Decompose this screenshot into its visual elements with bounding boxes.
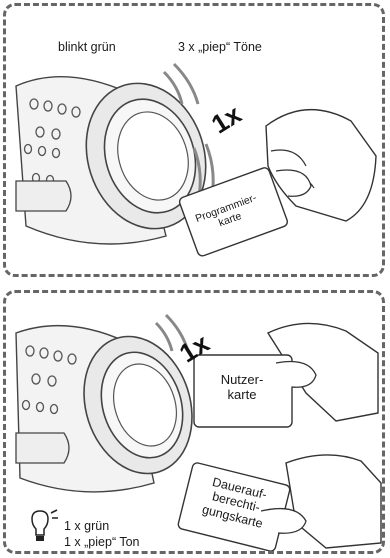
- led-status-text: blinkt grün: [58, 40, 116, 54]
- user-card-label: Nutzer- karte: [220, 372, 264, 402]
- step-panel-enrol: 1x Nutzer- karte Dauerauf- berechti- gun…: [3, 290, 385, 554]
- beep-status-text: 3 x „piep“ Töne: [178, 40, 262, 54]
- legend-led-text: 1 x grün: [64, 519, 110, 533]
- led-bulb-icon: [31, 509, 58, 541]
- lock-cylinder-illustration: [15, 62, 377, 257]
- lock-and-cards-illustration: [15, 313, 382, 551]
- legend-beep-text: 1 x „piep“ Ton: [64, 535, 140, 549]
- step-panel-programming: blinkt grün 3 x „piep“ Töne 1x Programmi…: [3, 3, 385, 277]
